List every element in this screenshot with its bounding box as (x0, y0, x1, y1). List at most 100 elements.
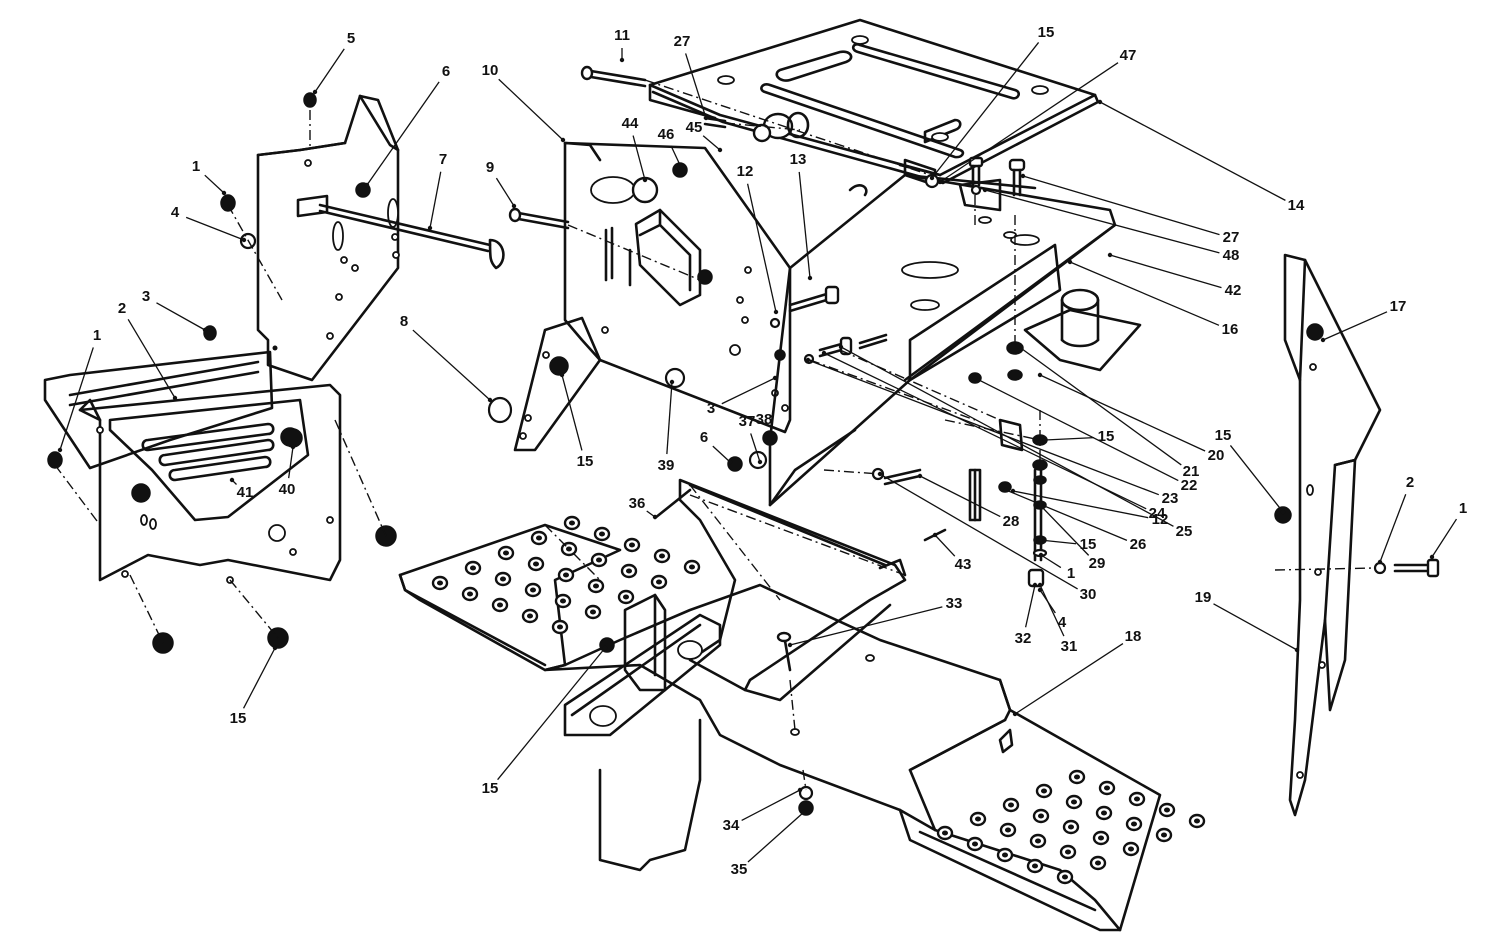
footrest-stud-center (1161, 832, 1167, 838)
callout-target-dot (619, 57, 625, 63)
callout-label-4: 4 (1058, 614, 1067, 631)
callout-leader-15 (242, 647, 276, 709)
left-upright-panel (256, 94, 400, 382)
mount-bracket-assembly (968, 288, 1142, 522)
callout-target-dot (877, 471, 883, 477)
callout-label-45: 45 (686, 119, 703, 136)
footrest-stud-center (1104, 785, 1110, 791)
callout-label-4: 4 (171, 204, 180, 221)
callout-target-dot (57, 447, 63, 453)
callout-leader-15 (497, 647, 606, 781)
callout-target-dot (1037, 587, 1043, 593)
footrest-stud-center (623, 594, 629, 600)
callout-target-dot (602, 645, 608, 651)
callout-label-15: 15 (577, 453, 594, 470)
footrest-stud-center (560, 598, 566, 604)
callout-leader-15 (1229, 445, 1284, 513)
callout-leader-5 (314, 48, 345, 93)
callout-label-2: 2 (118, 300, 126, 317)
callout-target-dot (703, 115, 709, 121)
callout-target-dot (717, 147, 723, 153)
callout-target-dot (727, 459, 733, 465)
callout-leader-47 (939, 62, 1119, 183)
callout-leader-37 (750, 433, 761, 463)
callout-leader-31 (1039, 584, 1065, 637)
callout-label-14: 14 (1288, 197, 1305, 214)
callout-leader-22 (974, 377, 1179, 482)
callout-leader-15 (561, 374, 583, 451)
callout-label-27: 27 (674, 33, 691, 50)
callout-label-42: 42 (1225, 282, 1242, 299)
callout-target-dot (202, 327, 208, 333)
callout-label-19: 19 (1195, 589, 1212, 606)
footrest-stud-center (566, 546, 572, 552)
footrest-stud-center (470, 565, 476, 571)
callout-target-dot (1020, 173, 1026, 179)
callout-target-dot (312, 89, 318, 95)
callout-label-22: 22 (1181, 477, 1198, 494)
callout-target-dot (787, 642, 793, 648)
callout-label-28: 28 (1003, 513, 1020, 530)
callout-label-27: 27 (1223, 229, 1240, 246)
footrest-stud-center (500, 576, 506, 582)
callout-label-37: 37 (739, 413, 756, 430)
callout-target-dot (241, 237, 247, 243)
callout-leader-14 (1099, 101, 1286, 201)
footrest-stud-center (1002, 852, 1008, 858)
callout-target-dot (229, 477, 235, 483)
callout-target-dot (221, 190, 227, 196)
callout-leader-27 (1022, 175, 1220, 236)
callout-leader-12 (1012, 490, 1149, 519)
callout-leader-1 (1431, 518, 1458, 558)
footrest-stud-center (593, 583, 599, 589)
callout-leader-lines (57, 42, 1458, 863)
right-footrest-studs (936, 769, 1206, 885)
footrest-stud-center (1068, 824, 1074, 830)
footrest-stud-center (437, 580, 443, 586)
callout-label-38: 38 (756, 411, 773, 428)
callout-label-8: 8 (400, 313, 408, 330)
callout-target-dot (1015, 343, 1021, 349)
callout-leader-39 (666, 381, 673, 455)
callout-leader-35 (747, 811, 805, 863)
callout-label-1: 1 (1067, 565, 1075, 582)
callout-label-15: 15 (1080, 536, 1097, 553)
callout-label-44: 44 (622, 115, 639, 132)
callout-target-dot (773, 309, 779, 315)
footrest-stud-center (569, 520, 575, 526)
callout-leader-17 (1322, 311, 1388, 341)
callout-target-dot (560, 137, 566, 143)
callout-label-10: 10 (482, 62, 499, 79)
callout-target-dot (805, 357, 811, 363)
footrest-stud-center (1065, 849, 1071, 855)
callout-leader-2 (127, 318, 176, 399)
footrest-stud-center (467, 591, 473, 597)
callout-leader-42 (1109, 254, 1222, 289)
callout-label-20: 20 (1208, 447, 1225, 464)
footrest-stud-center (1095, 860, 1101, 866)
callout-label-46: 46 (658, 126, 675, 143)
right-side-panel (1283, 253, 1382, 817)
callout-target-dot (1003, 487, 1009, 493)
callout-label-16: 16 (1222, 321, 1239, 338)
callout-target-dot (838, 344, 844, 350)
callout-leader-15 (1039, 539, 1077, 545)
callout-label-3: 3 (707, 400, 715, 417)
callout-leader-27 (684, 53, 707, 119)
callout-target-dot (642, 177, 648, 183)
callout-target-dot (1377, 559, 1383, 565)
callout-leader-2 (1379, 493, 1407, 563)
callout-label-15: 15 (1098, 428, 1115, 445)
footrest-stud-center (656, 579, 662, 585)
callout-target-dot (364, 182, 370, 188)
callout-label-15: 15 (230, 710, 247, 727)
callout-leader-4 (185, 216, 245, 241)
callout-target-dot (932, 532, 938, 538)
callout-leader-45 (702, 135, 721, 151)
callout-label-12: 12 (737, 163, 754, 180)
footrest-stud-center (1134, 796, 1140, 802)
callout-target-dot (1012, 711, 1018, 717)
callout-label-41: 41 (237, 484, 254, 501)
callout-target-dot (1032, 582, 1038, 588)
